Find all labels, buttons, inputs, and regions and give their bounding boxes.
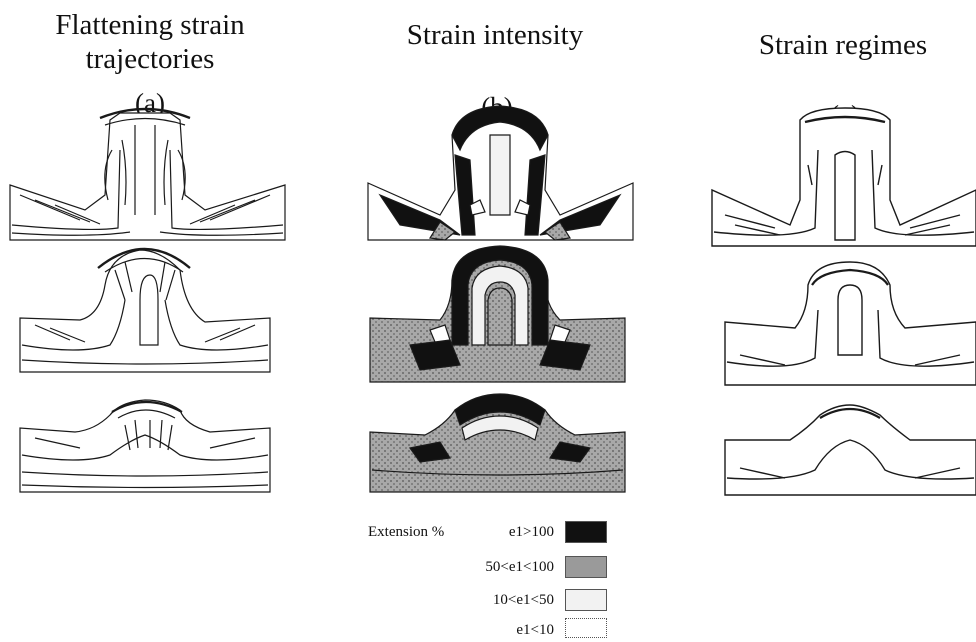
panel-a-bottom	[20, 400, 270, 492]
legend-title: Extension %	[368, 524, 444, 541]
legend-label-1: e1>100	[444, 524, 554, 541]
panel-a-top	[10, 109, 285, 240]
legend-swatch-2	[565, 556, 607, 578]
legend-label-2: 50<e1<100	[444, 559, 554, 576]
legend-label-4: e1<10	[444, 622, 554, 639]
panel-c-middle	[725, 262, 976, 385]
panel-b-bottom	[370, 394, 625, 492]
legend-swatch-3	[565, 589, 607, 611]
panel-b-middle	[370, 246, 625, 382]
legend-label-3: 10<e1<50	[444, 592, 554, 609]
panel-a-middle	[20, 249, 270, 372]
panel-c-bottom	[725, 405, 976, 495]
legend-swatch-4	[565, 618, 607, 638]
panel-b-top	[368, 106, 633, 240]
panel-c-top	[712, 108, 976, 246]
legend-swatch-1	[565, 521, 607, 543]
